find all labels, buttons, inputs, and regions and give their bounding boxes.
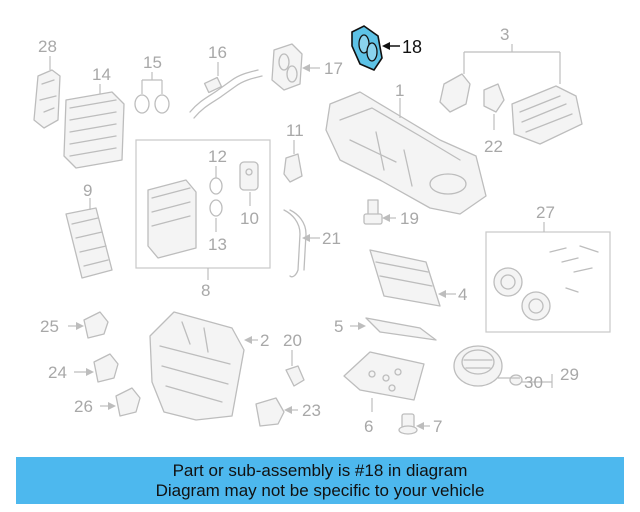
part-10-valve bbox=[239, 161, 259, 206]
part-26-clip bbox=[100, 387, 141, 417]
label-21: 21 bbox=[322, 229, 341, 248]
part-25-clip bbox=[68, 311, 109, 339]
label-14: 14 bbox=[92, 65, 111, 84]
part-6-tray bbox=[343, 351, 425, 412]
part-2-housing bbox=[149, 311, 258, 421]
part-28-bracket bbox=[33, 56, 61, 129]
label-29: 29 bbox=[560, 365, 579, 384]
label-1: 1 bbox=[395, 81, 404, 100]
part-7-grommet bbox=[398, 413, 430, 435]
part-20-sensor bbox=[285, 350, 305, 387]
part-8-evaporator bbox=[147, 179, 209, 280]
label-5: 5 bbox=[334, 317, 343, 336]
part-22-clip bbox=[483, 83, 505, 130]
label-10: 10 bbox=[240, 209, 259, 228]
label-17: 17 bbox=[324, 59, 343, 78]
label-13: 13 bbox=[208, 235, 227, 254]
banner-line-1: Part or sub-assembly is #18 in diagram bbox=[172, 461, 468, 480]
part-9-filter bbox=[65, 198, 113, 279]
part-3-group bbox=[439, 44, 583, 145]
part-18-gasket-highlighted bbox=[351, 25, 400, 71]
part-13-oring bbox=[209, 199, 223, 232]
label-4: 4 bbox=[458, 285, 467, 304]
label-15: 15 bbox=[143, 53, 162, 72]
label-26: 26 bbox=[74, 397, 93, 416]
part-19-screw bbox=[363, 199, 396, 225]
part-16-pipe bbox=[189, 62, 263, 119]
label-22: 22 bbox=[484, 137, 503, 156]
group-box-27 bbox=[485, 231, 611, 333]
label-20: 20 bbox=[283, 331, 302, 350]
part-15-orings bbox=[134, 72, 170, 114]
group-box-8 bbox=[135, 139, 271, 269]
part-17-gasket bbox=[271, 43, 320, 91]
label-9: 9 bbox=[83, 181, 92, 200]
label-12: 12 bbox=[208, 147, 227, 166]
part-5-seal bbox=[350, 317, 437, 341]
label-2: 2 bbox=[260, 331, 269, 350]
label-11: 11 bbox=[286, 121, 304, 140]
label-30: 30 bbox=[524, 373, 543, 392]
part-21-hose bbox=[283, 209, 320, 278]
part-1-housing bbox=[325, 91, 487, 215]
label-25: 25 bbox=[40, 317, 59, 336]
part-11-connector bbox=[283, 140, 303, 183]
part-23-bracket bbox=[255, 397, 298, 427]
label-23: 23 bbox=[302, 401, 321, 420]
label-7: 7 bbox=[433, 417, 442, 436]
part-4-filter bbox=[369, 249, 456, 307]
part-12-oring bbox=[209, 166, 223, 195]
parts-diagram: 28 14 15 16 17 18 bbox=[33, 25, 611, 436]
part-24-clip bbox=[74, 353, 119, 383]
label-19: 19 bbox=[400, 209, 419, 228]
part-14-heater-core bbox=[63, 84, 125, 169]
label-28: 28 bbox=[38, 37, 57, 56]
label-16: 16 bbox=[208, 43, 227, 62]
label-27: 27 bbox=[536, 203, 555, 222]
label-3: 3 bbox=[500, 25, 509, 44]
part-27-group bbox=[493, 222, 599, 321]
banner-line-2: Diagram may not be specific to your vehi… bbox=[155, 481, 485, 500]
label-8: 8 bbox=[201, 281, 210, 300]
part-29-blower-motor bbox=[453, 345, 553, 388]
info-banner: Part or sub-assembly is #18 in diagram D… bbox=[16, 457, 624, 504]
label-6: 6 bbox=[364, 417, 373, 436]
label-18: 18 bbox=[402, 37, 422, 57]
label-24: 24 bbox=[48, 363, 67, 382]
